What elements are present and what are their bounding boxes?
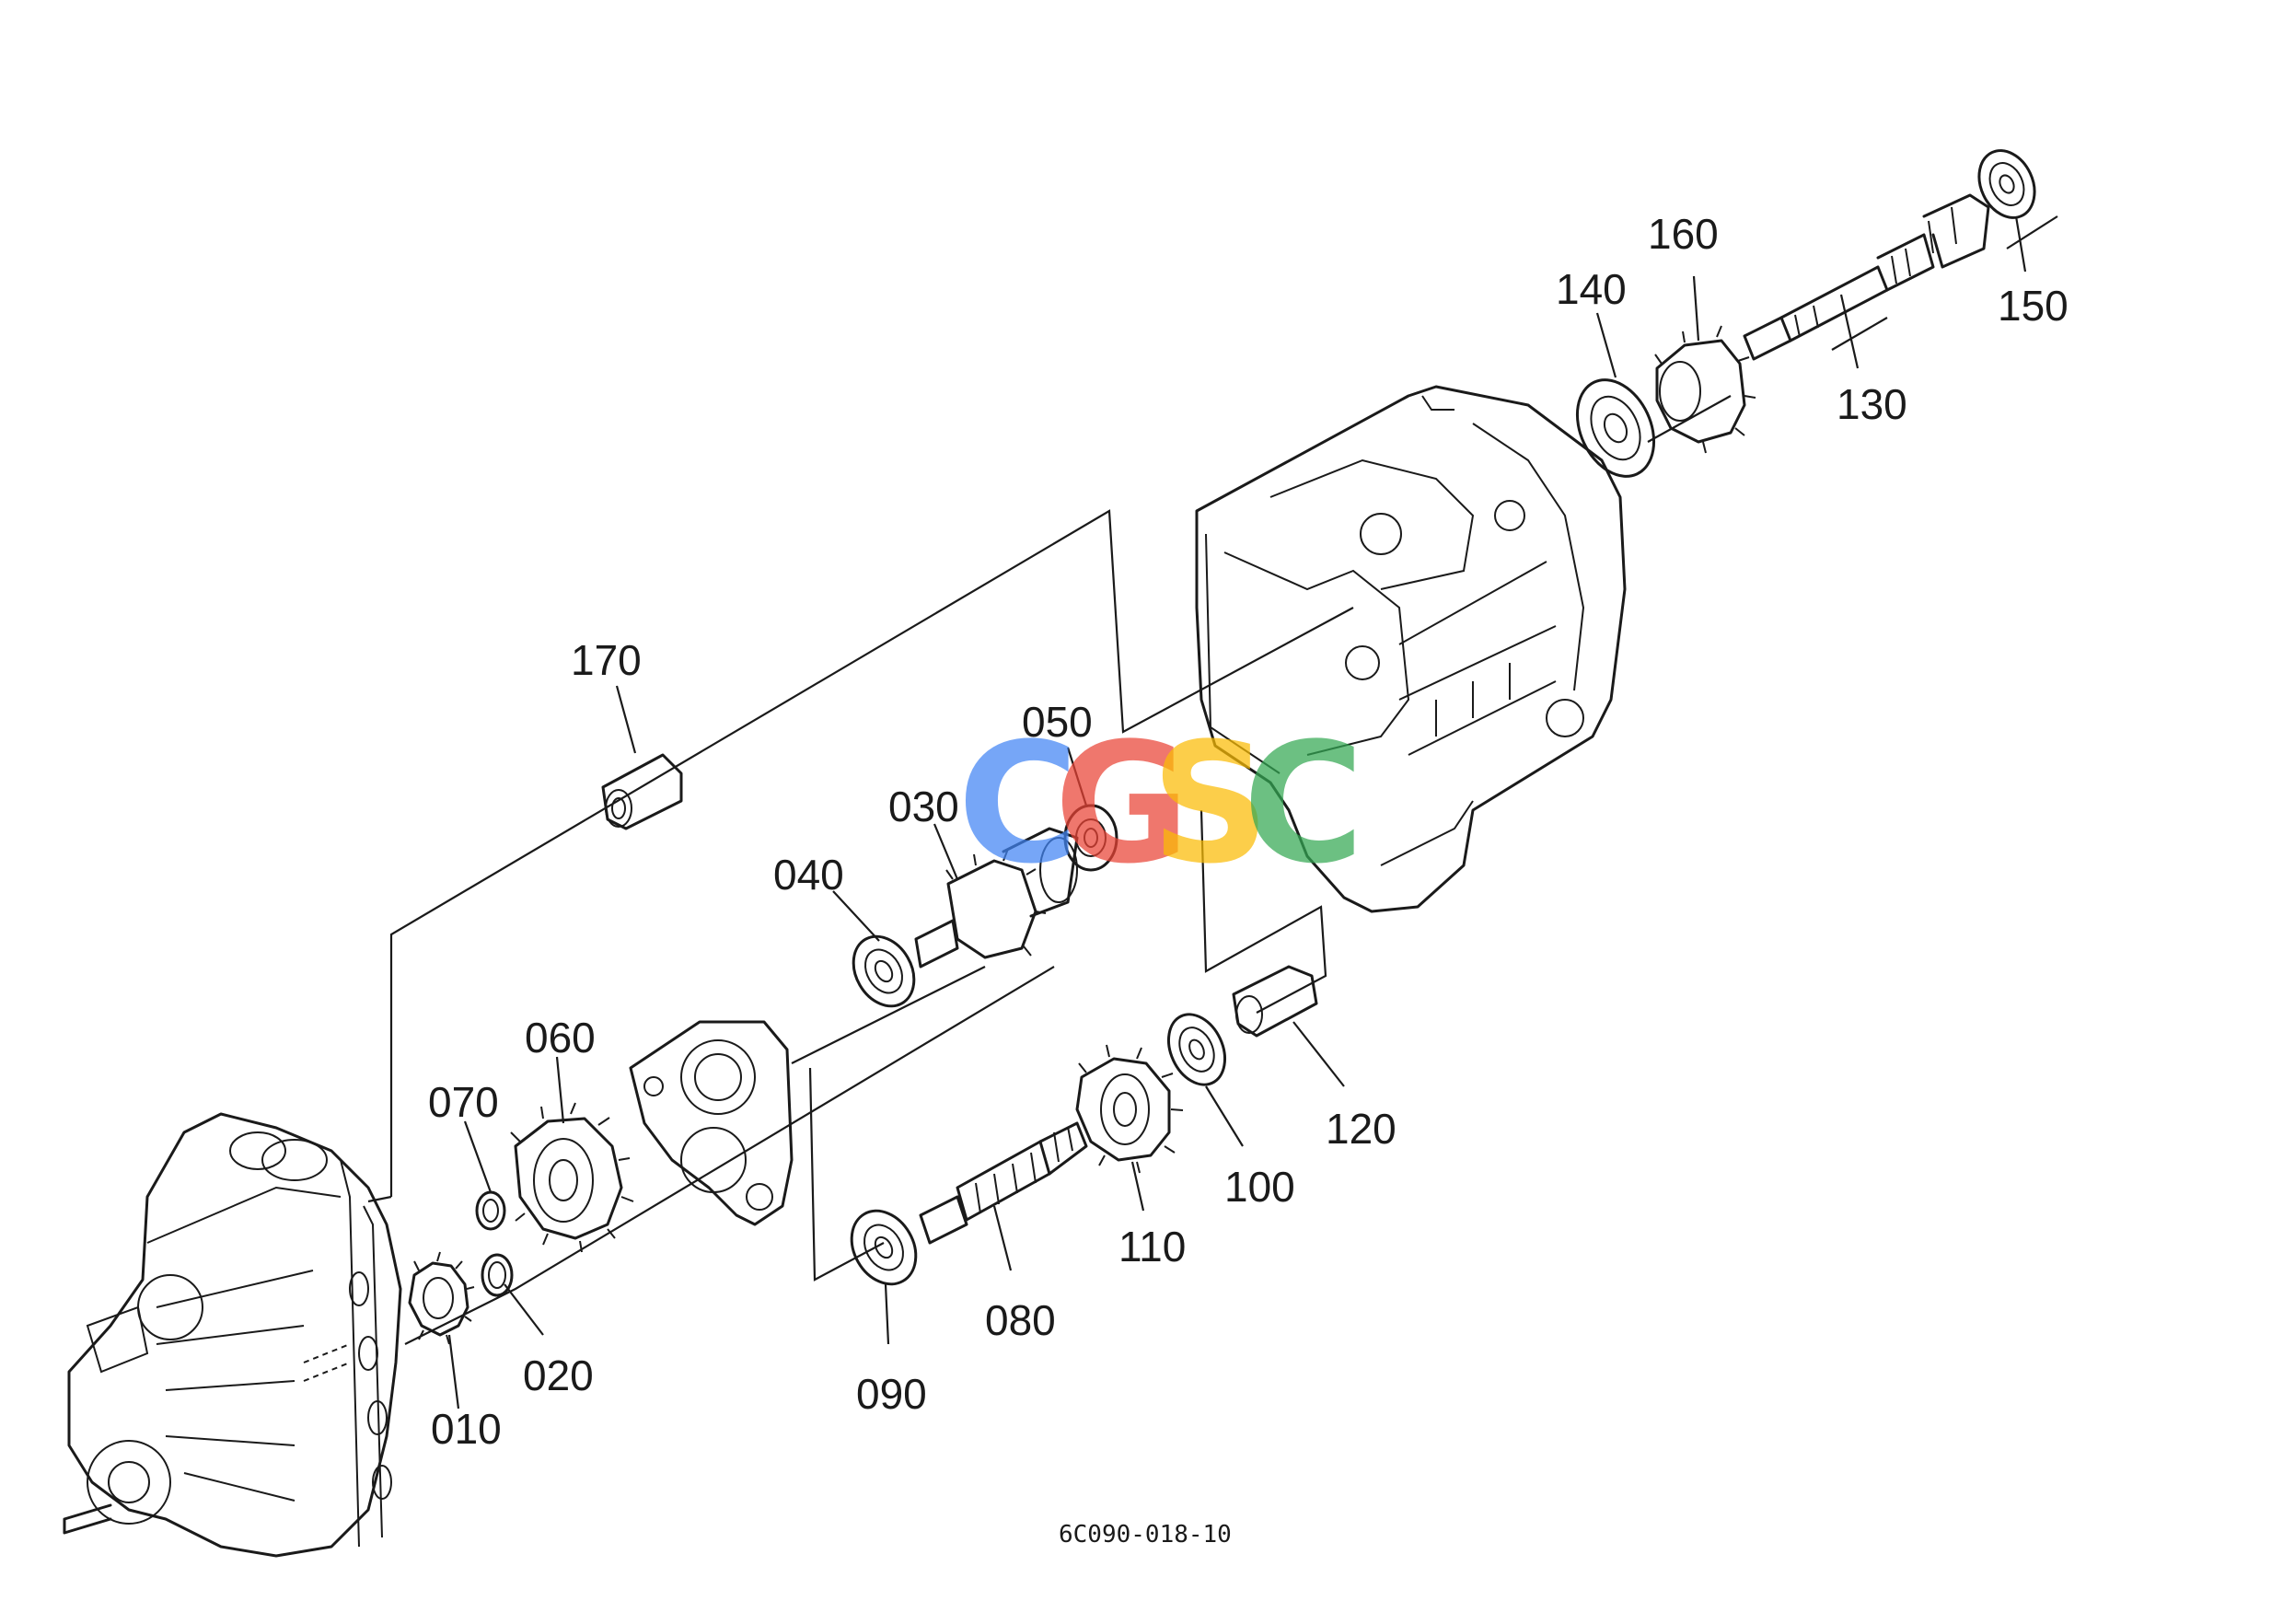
label-080: 080 (985, 1296, 1056, 1344)
label-050: 050 (1022, 698, 1093, 746)
label-020: 020 (523, 1351, 594, 1399)
callout-leaders (447, 215, 2027, 1409)
part-labels: 010 020 030 040 050 060 070 080 090 100 … (428, 210, 2069, 1453)
label-140: 140 (1556, 265, 1627, 313)
label-130: 130 (1837, 380, 1907, 428)
label-090: 090 (856, 1370, 927, 1418)
transmission-case (1195, 385, 1627, 913)
watermark-letter-3: S (1151, 708, 1270, 900)
part-030-gear-shaft (914, 827, 1079, 969)
part-090-bearing (850, 1209, 918, 1286)
label-100: 100 (1224, 1163, 1295, 1211)
bearing-cover-plate (629, 1020, 794, 1226)
drawing-code: 6C090-018-10 (1059, 1521, 1232, 1549)
label-010: 010 (431, 1405, 502, 1453)
part-050-bearing (1063, 804, 1118, 872)
label-040: 040 (773, 851, 844, 899)
part-130-shaft (1743, 193, 1990, 361)
parts (408, 149, 2036, 1345)
label-030: 030 (888, 783, 959, 830)
label-170: 170 (571, 636, 642, 684)
watermark-letter-2: G (1054, 708, 1190, 900)
part-140-bearing (1575, 378, 1656, 478)
label-070: 070 (428, 1078, 499, 1126)
part-020-snap-ring (481, 1253, 514, 1297)
label-110: 110 (1118, 1223, 1186, 1270)
part-080-splined-shaft (919, 1121, 1088, 1245)
watermark-letter-4: C (1243, 708, 1364, 900)
part-120-sleeve (1232, 965, 1318, 1038)
part-040-bearing (852, 934, 916, 1008)
watermark-letter-1: C (957, 708, 1079, 900)
part-160-gear (1654, 325, 1756, 454)
part-100-bearing (1167, 1013, 1226, 1086)
label-120: 120 (1326, 1105, 1396, 1153)
label-060: 060 (525, 1014, 596, 1061)
front-housing (63, 1112, 402, 1558)
watermark-logo: C G S C (957, 708, 1364, 900)
part-010-gear (408, 1251, 475, 1345)
label-160: 160 (1648, 210, 1719, 258)
part-150-bearing (1977, 149, 2036, 219)
part-170-sleeve (601, 753, 683, 830)
part-110-gear (1075, 1044, 1184, 1174)
assembly-lines (367, 215, 2058, 1345)
part-060-gear (510, 1102, 634, 1253)
part-070-snap-ring (475, 1190, 506, 1231)
label-150: 150 (1998, 282, 2069, 330)
